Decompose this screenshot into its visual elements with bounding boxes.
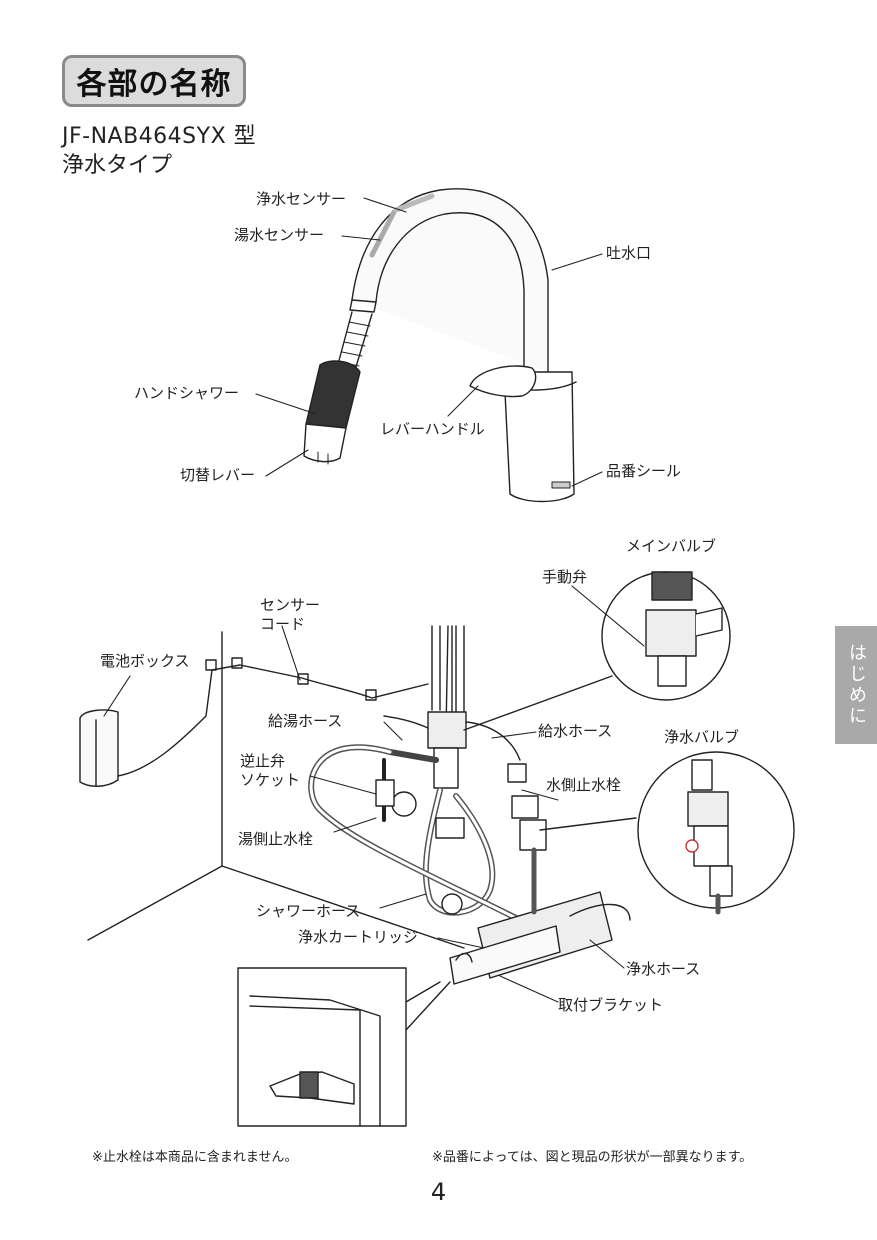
label-cold-hose: 給水ホース bbox=[538, 722, 613, 740]
label-filter-cartridge: 浄水カートリッジ bbox=[298, 928, 419, 946]
leader-lines bbox=[103, 197, 645, 1003]
label-filter-hose: 浄水ホース bbox=[626, 960, 701, 978]
label-switch-lever: 切替レバー bbox=[180, 466, 256, 484]
label-filter-sensor: 浄水センサー bbox=[256, 190, 347, 208]
label-lever-handle: レバーハンドル bbox=[380, 420, 485, 438]
faucet-illustration bbox=[303, 188, 577, 503]
label-battery-box: 電池ボックス bbox=[100, 652, 190, 670]
model-number: JF-NAB464SYX 型 bbox=[62, 124, 257, 149]
label-check-valve-socket: 逆止弁 ソケット bbox=[240, 752, 301, 789]
label-main-valve: メインバルブ bbox=[626, 537, 717, 555]
note-stop-valve: ※止水栓は本商品に含まれません。 bbox=[92, 1150, 298, 1165]
label-mounting-bracket: 取付ブラケット bbox=[558, 996, 664, 1014]
note-product-variation: ※品番によっては、図と現品の形状が一部異なります。 bbox=[432, 1150, 753, 1165]
section-side-tab[interactable]: はじめに bbox=[835, 626, 877, 744]
label-hot-stop-valve: 湯側止水栓 bbox=[238, 830, 314, 848]
label-cold-stop-valve: 水側止水栓 bbox=[546, 776, 622, 794]
product-type: 浄水タイプ bbox=[62, 153, 173, 178]
label-hot-sensor: 湯水センサー bbox=[234, 226, 325, 244]
page-number: 4 bbox=[430, 1178, 447, 1206]
label-hand-shower: ハンドシャワー bbox=[134, 384, 240, 402]
label-manual-valve: 手動弁 bbox=[542, 568, 588, 586]
label-sensor-cord: センサー コード bbox=[260, 596, 321, 633]
label-part-number-seal: 品番シール bbox=[606, 462, 682, 480]
label-spout: 吐水口 bbox=[606, 244, 652, 262]
label-hot-hose: 給湯ホース bbox=[268, 712, 343, 730]
section-title: 各部の名称 bbox=[62, 55, 246, 107]
label-filter-valve: 浄水バルブ bbox=[664, 728, 740, 746]
label-shower-hose: シャワーホース bbox=[256, 902, 361, 920]
under-sink-illustration bbox=[79, 571, 795, 1127]
